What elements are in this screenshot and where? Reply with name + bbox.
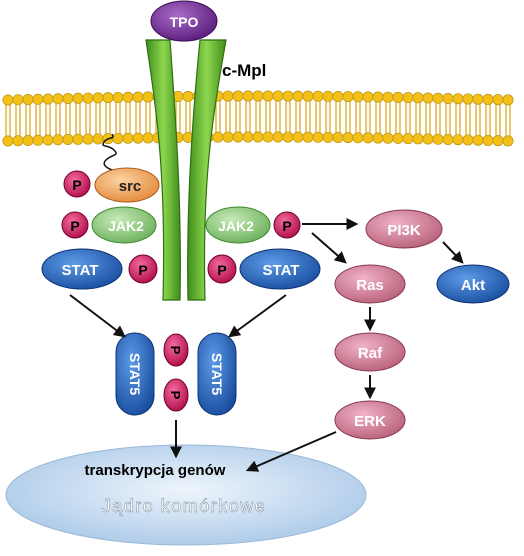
stat-right[interactable] (239, 248, 321, 290)
arrow-jak2-ras (311, 232, 347, 264)
phospho-stat5-top (163, 333, 189, 367)
arrow-erk-nucleus (245, 431, 337, 472)
cell-membrane (2, 90, 514, 147)
jak2-left[interactable] (91, 206, 157, 244)
phospho-stat5-top-label: P (168, 346, 183, 355)
pi3k-kinase[interactable] (365, 209, 443, 249)
phospho-stat-left (128, 254, 158, 284)
ras-label: Ras (356, 277, 384, 294)
receptor-label: c-Mpl (222, 61, 266, 80)
phospho-stat-right (207, 254, 237, 284)
tpo-ligand[interactable] (150, 0, 218, 42)
erk-label: ERK (354, 413, 386, 430)
src-kinase[interactable] (94, 167, 160, 203)
phospho-jak2-left (61, 211, 89, 239)
jak2-left-label: JAK2 (108, 218, 144, 234)
pathway-arrows (69, 218, 464, 472)
src-label: src (119, 178, 142, 195)
phospho-jak2-right (273, 211, 301, 239)
src-anchor (102, 133, 123, 174)
stat-right-label: STAT (263, 262, 300, 279)
arrow-stat-stat5-left (69, 294, 126, 338)
erk-kinase[interactable] (334, 400, 406, 440)
nucleus (5, 444, 367, 546)
phospho-stat5-bottom (163, 378, 189, 412)
phospho-jak2-left-label: P (70, 218, 79, 234)
arrow-stat-stat5-right (228, 294, 287, 338)
stat5-right-label: STAT5 (209, 353, 225, 395)
stat5-left-label: STAT5 (127, 353, 143, 395)
jak2-right-label: JAK2 (218, 218, 254, 234)
stat5-left[interactable] (115, 332, 155, 416)
phospho-src (63, 170, 91, 198)
c-mpl-receptor (145, 39, 227, 301)
stat-left-label: STAT (62, 262, 99, 279)
raf-kinase[interactable] (334, 332, 406, 372)
stat-left[interactable] (41, 248, 123, 290)
nucleus-label: Jądro komórkowe (102, 496, 267, 516)
stat5-right[interactable] (197, 332, 237, 416)
ras-kinase[interactable] (334, 264, 406, 304)
akt-label: Akt (461, 277, 485, 294)
phospho-stat-left-label: P (138, 262, 147, 278)
phospho-stat5-bottom-label: P (168, 391, 183, 400)
transcription-label: transkrypcja genów (85, 462, 226, 479)
jak2-right[interactable] (205, 206, 271, 244)
raf-label: Raf (358, 345, 383, 362)
phospho-src-label: P (72, 177, 81, 193)
pi3k-label: PI3K (387, 222, 421, 239)
phospho-stat-right-label: P (217, 262, 226, 278)
arrow-pi3k-akt (442, 241, 464, 264)
phospho-jak2-right-label: P (282, 218, 291, 234)
tpo-label: TPO (170, 14, 199, 30)
akt-kinase[interactable] (436, 264, 510, 304)
